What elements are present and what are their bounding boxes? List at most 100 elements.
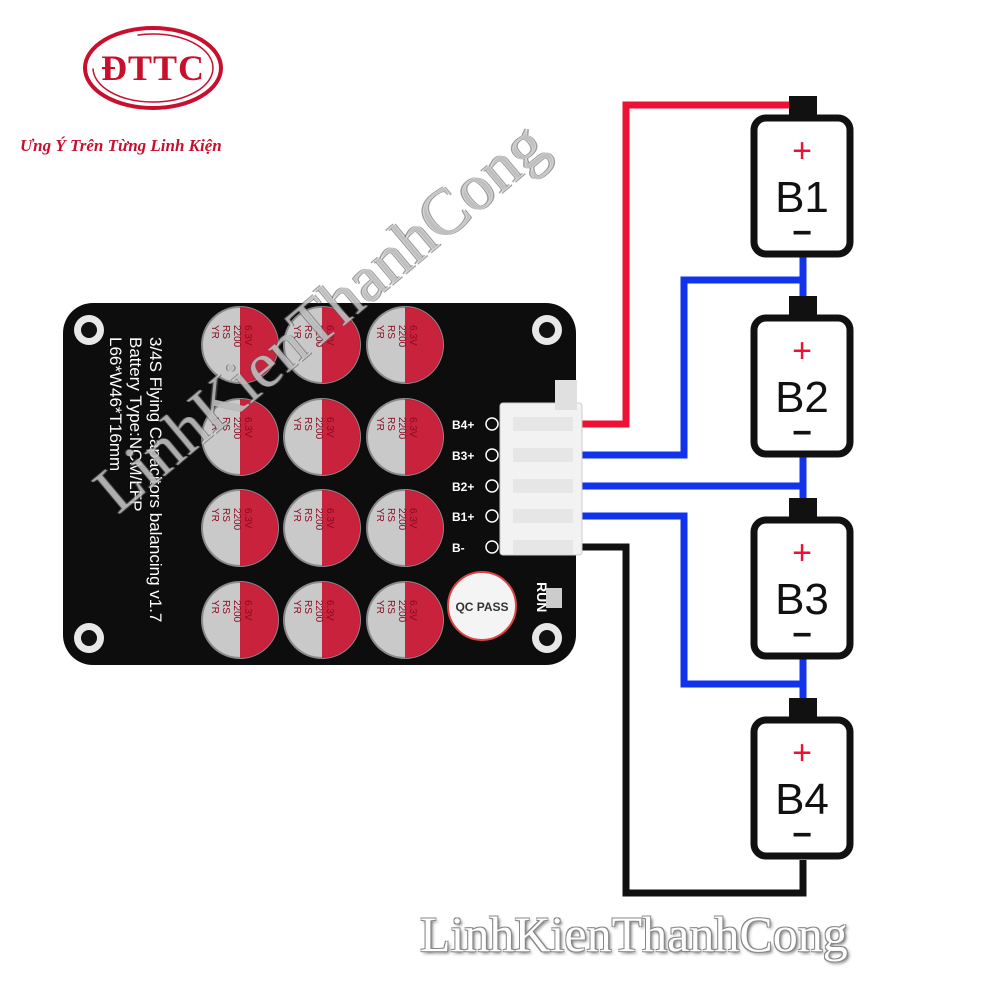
wire-b3-plus [582, 276, 800, 459]
capacitor-label: 2200 [313, 417, 324, 440]
battery-body [750, 716, 854, 860]
battery-plus-label: + [792, 534, 812, 572]
capacitor-label: 2200 [396, 508, 407, 531]
capacitor-label: YR [209, 508, 220, 522]
board-title-line-1: 3/4S Flying Capacitors balancing v1.7 [146, 337, 165, 622]
capacitor-label: 2200 [231, 417, 242, 440]
battery-minus-label: − [792, 214, 812, 252]
capacitor-label: 6.3V [242, 600, 253, 621]
capacitor-label: RS [385, 600, 396, 614]
battery-b1: +B1− [750, 96, 854, 258]
pin-slot [513, 417, 573, 431]
capacitor-label: RS [385, 417, 396, 431]
capacitor-label: RS [302, 325, 313, 339]
capacitor-label: YR [209, 600, 220, 614]
capacitor-label: 2200 [313, 325, 324, 348]
capacitor-label: 6.3V [407, 508, 418, 529]
balancer-board: 3/4S Flying Capacitors balancing v1.7 Ba… [63, 303, 583, 665]
battery-plus-label: + [792, 734, 812, 772]
capacitor-label: YR [374, 325, 385, 339]
wires [582, 101, 807, 897]
pin-marker [485, 479, 499, 493]
capacitor-label: YR [291, 600, 302, 614]
capacitor-label: 6.3V [324, 417, 335, 438]
capacitor-label: 6.3V [407, 325, 418, 346]
capacitor-label: YR [209, 325, 220, 339]
capacitor-label: YR [291, 417, 302, 431]
capacitor-label: YR [374, 417, 385, 431]
capacitor-label: RS [302, 417, 313, 431]
pin-label: B2+ [452, 480, 474, 494]
battery-minus-label: − [792, 816, 812, 854]
board-title-line-2: Battery Type:NCM/LFP [126, 337, 145, 511]
pin-label: B3+ [452, 449, 474, 463]
capacitor-label: 2200 [231, 508, 242, 531]
connector-pins: B4+B3+B2+B1+B- [452, 417, 573, 555]
capacitor-label: YR [291, 325, 302, 339]
battery-plus-label: + [792, 332, 812, 370]
pin-marker [485, 417, 499, 431]
pin-marker [485, 448, 499, 462]
battery-body [750, 516, 854, 660]
watermark-bottom: LinhKienThanhCong [420, 906, 848, 962]
battery-minus-label: − [792, 616, 812, 654]
capacitor-label: RS [220, 508, 231, 522]
capacitor-label: 2200 [396, 325, 407, 348]
capacitor-label: RS [220, 417, 231, 431]
capacitor-label: RS [302, 600, 313, 614]
capacitor-label: 2200 [231, 600, 242, 623]
pin-marker [485, 509, 499, 523]
capacitor-label: RS [385, 325, 396, 339]
pin-slot [513, 479, 573, 493]
wire-b-minus [582, 543, 807, 897]
capacitor-label: 6.3V [242, 508, 253, 529]
battery-b4: +B4− [750, 698, 854, 860]
capacitor-label: 6.3V [324, 600, 335, 621]
logo-text: ĐTTC [100, 48, 206, 88]
capacitor-label: 6.3V [242, 417, 253, 438]
capacitor-label: YR [291, 508, 302, 522]
pin-label: B- [452, 541, 465, 555]
battery-name-label: B3 [775, 575, 829, 624]
wire-b1-plus [582, 512, 803, 688]
pin-slot [513, 540, 573, 554]
capacitor-label: 2200 [313, 600, 324, 623]
capacitor-label: 2200 [231, 325, 242, 348]
capacitor-label: 2200 [313, 508, 324, 531]
capacitor-label: YR [374, 600, 385, 614]
battery-b2: +B2− [750, 296, 854, 458]
capacitor-label: RS [220, 325, 231, 339]
capacitor-label: RS [302, 508, 313, 522]
capacitor-label: 2200 [396, 600, 407, 623]
pin-slot [513, 509, 573, 523]
wire-b4-plus [582, 101, 800, 428]
capacitor-label: YR [209, 417, 220, 431]
capacitor-label: RS [385, 508, 396, 522]
battery-name-label: B2 [775, 373, 829, 422]
run-led [546, 588, 562, 608]
battery-stack: +B1−+B2−+B3−+B4− [750, 96, 854, 860]
battery-body [750, 114, 854, 258]
battery-name-label: B1 [775, 173, 829, 222]
qc-sticker: QC PASS [447, 571, 517, 641]
battery-plus-label: + [792, 132, 812, 170]
logo-swoosh-icon [83, 26, 223, 110]
capacitor-label: 6.3V [407, 600, 418, 621]
battery-minus-label: − [792, 414, 812, 452]
capacitor-label: RS [220, 600, 231, 614]
capacitor-label: 6.3V [324, 508, 335, 529]
pin-slot [513, 448, 573, 462]
battery-name-label: B4 [775, 775, 829, 824]
